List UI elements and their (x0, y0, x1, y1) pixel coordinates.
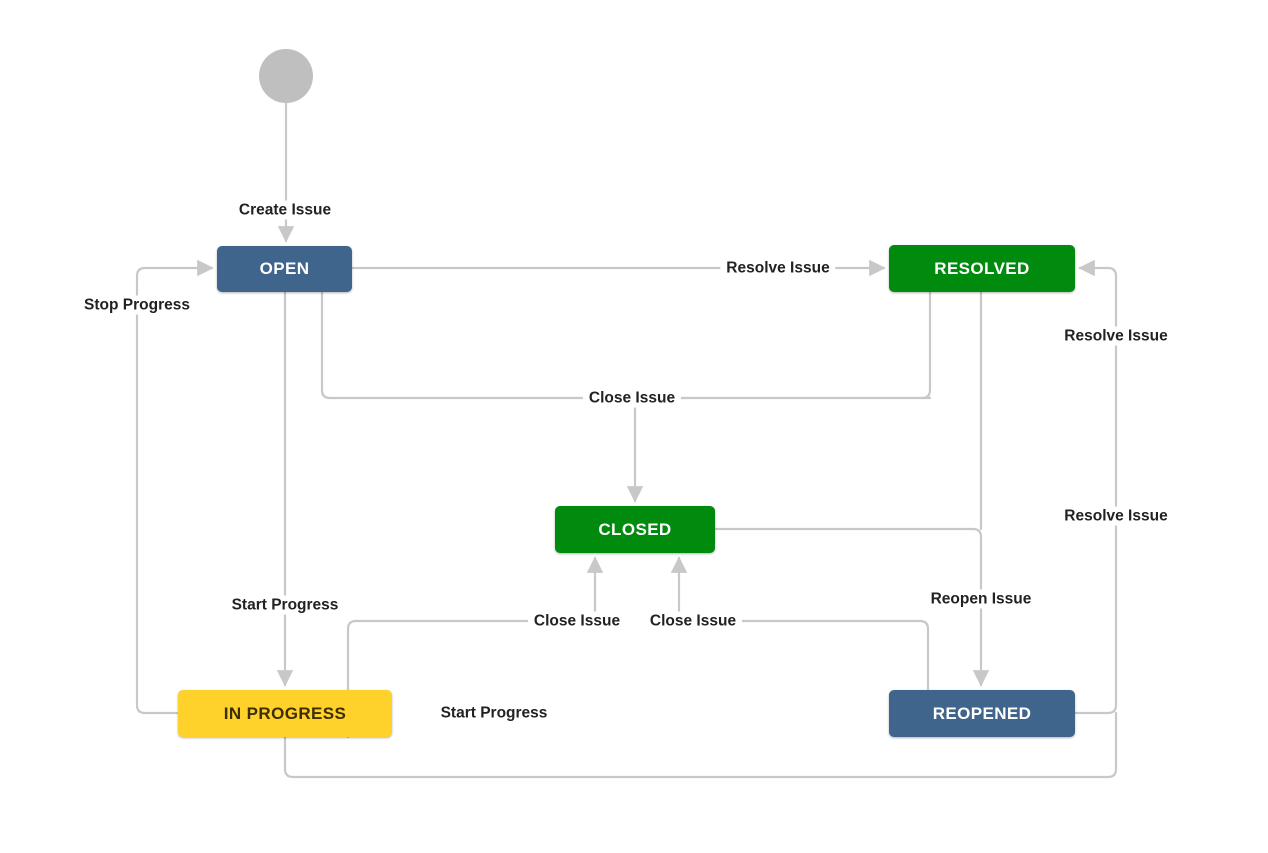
edge-inprogress-close (346, 619, 597, 739)
edge-closed-reopen (713, 527, 990, 687)
edge-label-open-close: Close Issue (582, 388, 682, 408)
edge-label-closed-reopen: Reopen Issue (924, 589, 1038, 609)
node-reopened-label: REOPENED (932, 703, 1032, 723)
edge-label-reopened-close: Close Issue (643, 611, 743, 631)
node-reopened[interactable]: REOPENED (889, 690, 1075, 737)
edge-reopened-resolve (1073, 259, 1118, 715)
edge-label-reopened-resolve: Resolve Issue (1058, 326, 1174, 346)
node-in-progress[interactable]: IN PROGRESS (178, 690, 392, 737)
start-node-circle (259, 49, 313, 103)
edge-label-stop-progress: Stop Progress (78, 295, 196, 315)
edge-resolved-rail (920, 290, 932, 400)
edge-label-inprogress-resolve: Resolve Issue (1058, 506, 1174, 526)
node-open[interactable]: OPEN (217, 246, 352, 292)
edge-inprogress-resolve (283, 711, 1118, 779)
node-closed[interactable]: CLOSED (555, 506, 715, 553)
node-resolved[interactable]: RESOLVED (889, 245, 1075, 292)
node-open-label: OPEN (259, 259, 310, 278)
node-closed-label: CLOSED (598, 519, 672, 539)
edge-label-create-issue: Create Issue (232, 200, 338, 220)
edge-label-open-resolve: Resolve Issue (720, 258, 836, 278)
edge-reopened-close (677, 619, 930, 692)
edge-label-reopened-start-progress: Start Progress (434, 703, 554, 723)
node-resolved-label: RESOLVED (934, 258, 1030, 278)
edge-inprogress-stop (135, 259, 214, 715)
edge-label-inprogress-close: Close Issue (527, 611, 627, 631)
edge-open-close (320, 290, 932, 400)
edge-label-open-start-progress: Start Progress (225, 595, 345, 615)
node-in-progress-label: IN PROGRESS (223, 703, 347, 723)
